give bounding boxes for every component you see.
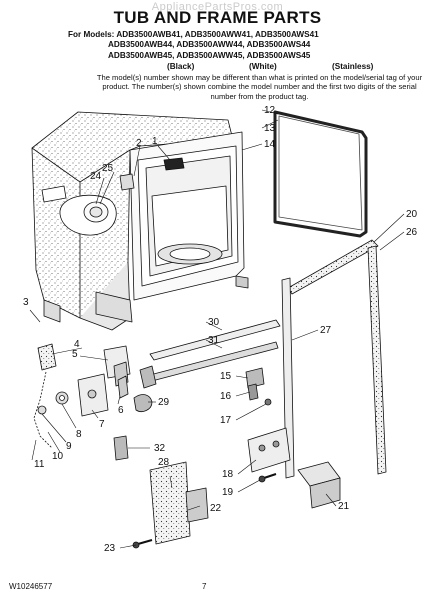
callout-5: 5 — [72, 349, 78, 360]
callout-17: 17 — [220, 415, 232, 426]
model-row: For Models: ADB3500AWB41, ADB3500AWW41, … — [68, 30, 428, 40]
vent-strip — [287, 239, 379, 295]
callout-10: 10 — [52, 451, 64, 462]
callout-12: 12 — [264, 105, 276, 116]
callout-21: 21 — [338, 501, 350, 512]
callout-31: 31 — [208, 335, 220, 346]
leader-lines — [29, 109, 405, 549]
wire-harness — [33, 371, 53, 449]
callout-2: 2 — [136, 138, 142, 149]
pad-32 — [113, 435, 129, 461]
clip-parts — [117, 375, 153, 412]
callout-26: 26 — [406, 227, 418, 238]
hinge-clip — [245, 367, 272, 406]
callout-8: 8 — [76, 429, 82, 440]
callout-30: 30 — [208, 317, 220, 328]
model-row: ADB3500AWB44, ADB3500AWW44, ADB3500AWS44 — [108, 40, 311, 50]
page-title: TUB AND FRAME PARTS — [113, 8, 322, 27]
bracket-assembly — [37, 343, 131, 387]
page-number: 7 — [202, 582, 207, 591]
callout-18: 18 — [222, 469, 234, 480]
callout-9: 9 — [66, 441, 72, 452]
watermark: AppliancePartsPros.com — [151, 1, 284, 13]
callout-20: 20 — [406, 209, 418, 220]
document-code: W10246577 — [9, 582, 53, 591]
callout-16: 16 — [220, 391, 232, 402]
side-bracket — [247, 427, 291, 473]
callout-3: 3 — [23, 297, 29, 308]
callout-27: 27 — [320, 325, 332, 336]
model-numbers: ADB3500AWB41, ADB3500AWW41, ADB3500AWS41 — [116, 30, 319, 39]
tub-side-cutout — [41, 157, 185, 236]
callout-25: 25 — [102, 163, 114, 174]
callout-24: 24 — [90, 171, 102, 182]
finish-label-black: (Black) — [167, 62, 195, 71]
callout-1: 1 — [152, 136, 158, 147]
door-gasket — [273, 110, 368, 238]
model-list: For Models: ADB3500AWB41, ADB3500AWW41, … — [68, 30, 428, 61]
models-prefix: For Models: — [68, 30, 115, 39]
model-note: The model(s) number shown may be differe… — [96, 73, 423, 101]
callout-32: 32 — [154, 443, 166, 454]
screw-19 — [258, 473, 277, 483]
callout-4: 4 — [74, 339, 80, 350]
callout-11: 11 — [34, 459, 45, 470]
model-row: ADB3500AWB45, ADB3500AWW45, ADB3500AWS45 — [108, 50, 311, 60]
callout-29: 29 — [158, 397, 170, 408]
callout-14: 14 — [264, 139, 276, 150]
callout-13: 13 — [264, 123, 276, 134]
tub-frame — [43, 131, 249, 323]
callout-7: 7 — [99, 419, 105, 430]
mount-plate — [77, 373, 109, 417]
callout-19: 19 — [222, 487, 234, 498]
wheel-parts — [37, 391, 69, 415]
side-strip — [367, 245, 387, 475]
callout-15: 15 — [220, 371, 232, 382]
finish-label-stainless: (Stainless) — [332, 62, 374, 71]
bracket-21 — [297, 461, 341, 509]
panel-28 — [149, 461, 209, 545]
screw-23 — [132, 539, 153, 549]
callout-22: 22 — [210, 503, 222, 514]
callout-28: 28 — [158, 457, 170, 468]
callout-6: 6 — [118, 405, 124, 416]
finish-label-white: (White) — [249, 62, 277, 71]
callout-23: 23 — [104, 543, 116, 554]
lower-rail — [139, 319, 281, 389]
